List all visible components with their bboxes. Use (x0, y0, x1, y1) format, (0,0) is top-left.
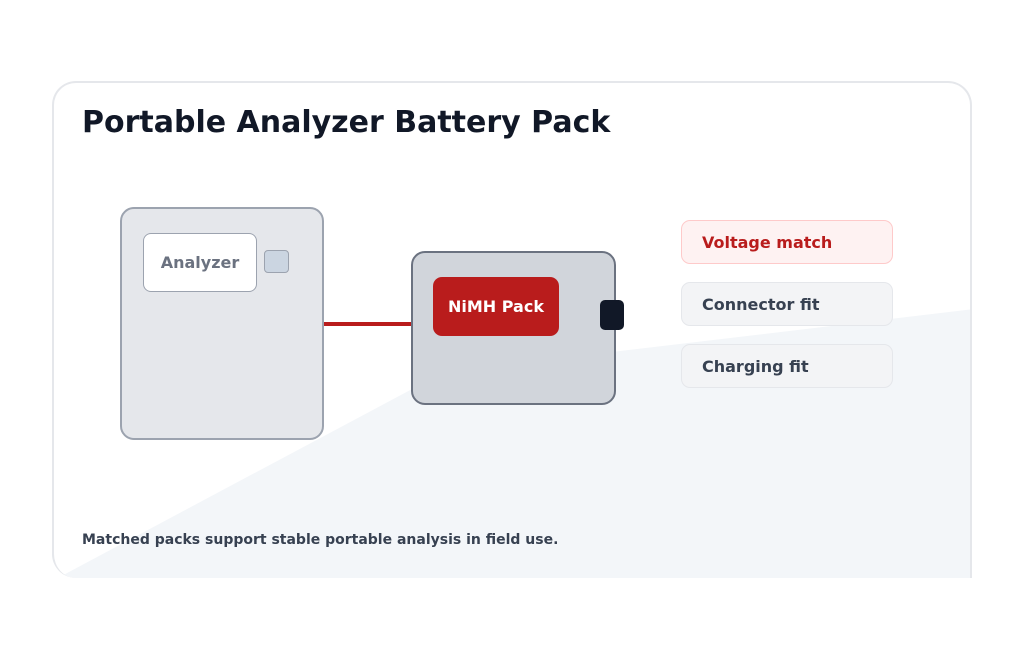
analyzer-device: Analyzer (120, 207, 324, 440)
check-voltage-match: Voltage match (681, 220, 893, 264)
diagram-card: Portable Analyzer Battery Pack Analyzer … (52, 81, 972, 578)
battery-pack: NiMH Pack (411, 251, 616, 405)
analyzer-screen: Analyzer (143, 233, 257, 292)
connection-cable (324, 322, 413, 326)
footnote: Matched packs support stable portable an… (82, 532, 559, 548)
check-charging-fit: Charging fit (681, 344, 893, 388)
check-connector-fit: Connector fit (681, 282, 893, 326)
page-title: Portable Analyzer Battery Pack (82, 105, 611, 140)
battery-terminal-icon (600, 300, 624, 330)
battery-pack-label: NiMH Pack (433, 277, 559, 336)
analyzer-button-icon (264, 250, 289, 273)
